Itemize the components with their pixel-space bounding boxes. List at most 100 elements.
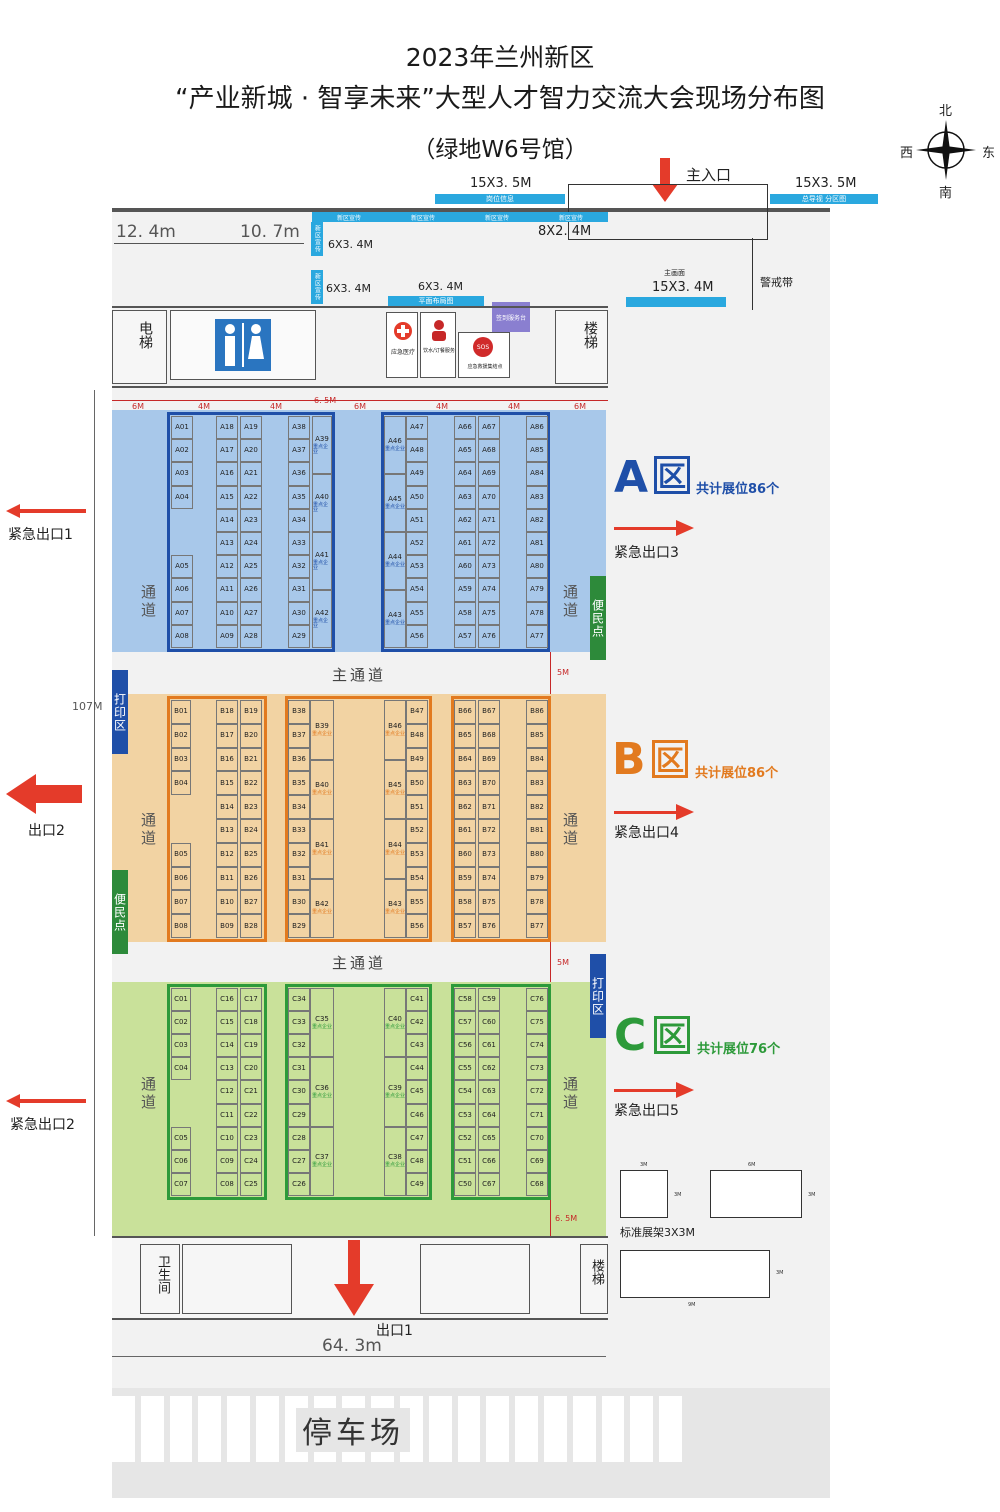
booth-c68[interactable]: C68 [526, 1172, 548, 1196]
booth-b79[interactable]: B79 [526, 866, 548, 891]
booth-c25[interactable]: C25 [240, 1172, 262, 1196]
booth-a57[interactable]: A57 [454, 624, 476, 648]
booth-c71[interactable]: C71 [526, 1103, 548, 1127]
booth-c18[interactable]: C18 [240, 1011, 262, 1035]
booth-a08[interactable]: A08 [171, 624, 193, 648]
booth-c33[interactable]: C33 [288, 1011, 310, 1035]
booth-b25[interactable]: B25 [240, 842, 262, 867]
booth-b70[interactable]: B70 [478, 771, 500, 796]
booth-c28[interactable]: C28 [288, 1126, 310, 1150]
booth-b29[interactable]: B29 [288, 914, 310, 938]
booth-b38[interactable]: B38 [288, 700, 310, 724]
booth-b37[interactable]: B37 [288, 723, 310, 748]
booth-a33[interactable]: A33 [288, 532, 310, 556]
booth-c46[interactable]: C46 [406, 1103, 428, 1127]
booth-a63[interactable]: A63 [454, 485, 476, 509]
booth-c30[interactable]: C30 [288, 1080, 310, 1104]
booth-b28[interactable]: B28 [240, 914, 262, 938]
booth-a12[interactable]: A12 [216, 555, 238, 579]
booth-a60[interactable]: A60 [454, 555, 476, 579]
booth-a78[interactable]: A78 [526, 601, 548, 625]
booth-c55[interactable]: C55 [454, 1057, 476, 1081]
booth-a56[interactable]: A56 [406, 624, 428, 648]
booth-a36[interactable]: A36 [288, 462, 310, 486]
booth-a84[interactable]: A84 [526, 462, 548, 486]
booth-b81[interactable]: B81 [526, 819, 548, 843]
booth-a06[interactable]: A06 [171, 578, 193, 602]
booth-a64[interactable]: A64 [454, 462, 476, 486]
booth-a66[interactable]: A66 [454, 416, 476, 440]
emergency-exit-3[interactable]: 紧急出口3 [614, 545, 679, 561]
booth-b13[interactable]: B13 [216, 819, 238, 843]
booth-c64[interactable]: C64 [478, 1103, 500, 1127]
booth-b67[interactable]: B67 [478, 700, 500, 724]
booth-c58[interactable]: C58 [454, 988, 476, 1012]
booth-c26[interactable]: C26 [288, 1172, 310, 1196]
booth-c02[interactable]: C02 [171, 1011, 191, 1035]
booth-b64[interactable]: B64 [454, 747, 476, 772]
booth-c63[interactable]: C63 [478, 1080, 500, 1104]
booth-a73[interactable]: A73 [478, 555, 500, 579]
booth-b68[interactable]: B68 [478, 723, 500, 748]
booth-c54[interactable]: C54 [454, 1080, 476, 1104]
booth-a23[interactable]: A23 [240, 508, 262, 532]
booth-a18[interactable]: A18 [216, 416, 238, 440]
booth-a16[interactable]: A16 [216, 462, 238, 486]
booth-c65[interactable]: C65 [478, 1126, 500, 1150]
booth-b78[interactable]: B78 [526, 890, 548, 915]
booth-c09[interactable]: C09 [216, 1149, 238, 1173]
booth-c43[interactable]: C43 [406, 1034, 428, 1058]
booth-b07[interactable]: B07 [171, 890, 191, 915]
booth-c62[interactable]: C62 [478, 1057, 500, 1081]
booth-a15[interactable]: A15 [216, 485, 238, 509]
booth-b54[interactable]: B54 [406, 866, 428, 891]
booth-c61[interactable]: C61 [478, 1034, 500, 1058]
booth-b32[interactable]: B32 [288, 842, 310, 867]
booth-c05[interactable]: C05 [171, 1126, 191, 1150]
booth-b80[interactable]: B80 [526, 842, 548, 867]
booth-b20[interactable]: B20 [240, 723, 262, 748]
booth-c75[interactable]: C75 [526, 1011, 548, 1035]
booth-b34[interactable]: B34 [288, 795, 310, 819]
booth-b77[interactable]: B77 [526, 914, 548, 938]
booth-b75[interactable]: B75 [478, 890, 500, 915]
booth-a07[interactable]: A07 [171, 601, 193, 625]
booth-a67[interactable]: A67 [478, 416, 500, 440]
booth-a83[interactable]: A83 [526, 485, 548, 509]
booth-b60[interactable]: B60 [454, 842, 476, 867]
booth-a72[interactable]: A72 [478, 532, 500, 556]
booth-a14[interactable]: A14 [216, 508, 238, 532]
booth-b23[interactable]: B23 [240, 795, 262, 819]
booth-b66[interactable]: B66 [454, 700, 476, 724]
booth-b53[interactable]: B53 [406, 842, 428, 867]
booth-b17[interactable]: B17 [216, 723, 238, 748]
booth-c12[interactable]: C12 [216, 1080, 238, 1104]
booth-c24[interactable]: C24 [240, 1149, 262, 1173]
booth-a26[interactable]: A26 [240, 578, 262, 602]
booth-a74[interactable]: A74 [478, 578, 500, 602]
booth-b56[interactable]: B56 [406, 914, 428, 938]
booth-c51[interactable]: C51 [454, 1149, 476, 1173]
booth-b03[interactable]: B03 [171, 747, 191, 772]
booth-b21[interactable]: B21 [240, 747, 262, 772]
booth-b55[interactable]: B55 [406, 890, 428, 915]
booth-c06[interactable]: C06 [171, 1149, 191, 1173]
booth-c69[interactable]: C69 [526, 1149, 548, 1173]
booth-b47[interactable]: B47 [406, 700, 428, 724]
booth-b51[interactable]: B51 [406, 795, 428, 819]
booth-a37[interactable]: A37 [288, 439, 310, 463]
booth-c50[interactable]: C50 [454, 1172, 476, 1196]
booth-b09[interactable]: B09 [216, 914, 238, 938]
booth-a13[interactable]: A13 [216, 532, 238, 556]
booth-c15[interactable]: C15 [216, 1011, 238, 1035]
booth-b26[interactable]: B26 [240, 866, 262, 891]
booth-b10[interactable]: B10 [216, 890, 238, 915]
booth-b31[interactable]: B31 [288, 866, 310, 891]
booth-a34[interactable]: A34 [288, 508, 310, 532]
booth-a47[interactable]: A47 [406, 416, 428, 440]
